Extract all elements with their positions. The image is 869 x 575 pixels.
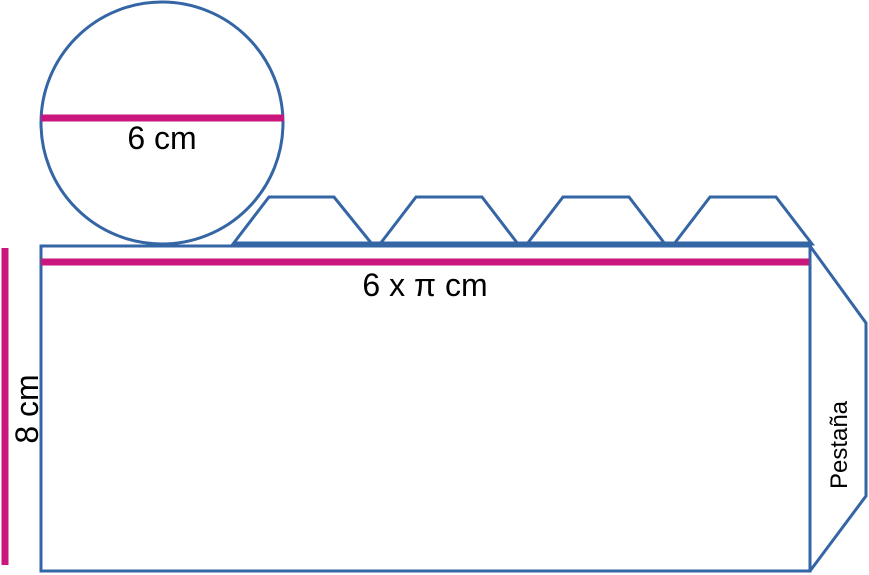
tab-label: Pestaña: [826, 400, 853, 489]
circumference-label: 6 x π cm: [362, 267, 487, 303]
glue-tab-3: [523, 195, 669, 246]
side-tab: [808, 245, 868, 572]
diameter-label: 6 cm: [127, 120, 196, 156]
glue-tab-2: [376, 195, 522, 246]
height-label: 8 cm: [9, 374, 45, 443]
glue-tab-4: [670, 195, 816, 246]
base-circle: [39, 0, 285, 246]
